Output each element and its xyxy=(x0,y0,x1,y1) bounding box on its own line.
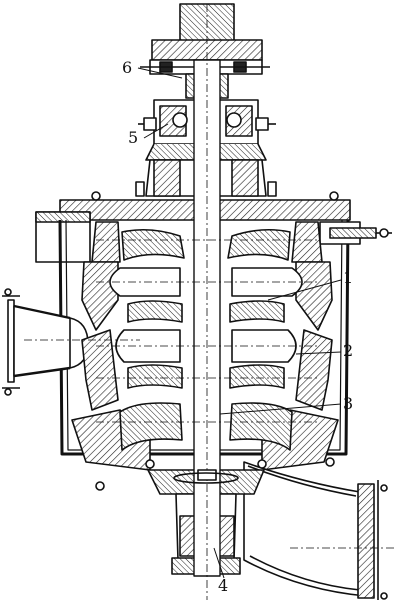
callout-3: 3 xyxy=(343,394,354,413)
centerlines xyxy=(24,239,396,549)
main-shaft xyxy=(173,4,239,600)
callout-6: 6 xyxy=(122,58,133,77)
callout-1: 1 xyxy=(343,268,354,287)
discharge-elbow xyxy=(243,461,388,600)
leader-lines xyxy=(137,67,342,579)
impeller-stages xyxy=(109,228,303,451)
upper-stand xyxy=(135,159,277,197)
suction-nozzle xyxy=(2,288,89,396)
stage-casing xyxy=(71,221,339,471)
callout-2: 2 xyxy=(343,341,354,360)
flange-bolts xyxy=(91,191,339,491)
callout-4: 4 xyxy=(218,576,229,595)
callout-5: 5 xyxy=(128,128,139,147)
